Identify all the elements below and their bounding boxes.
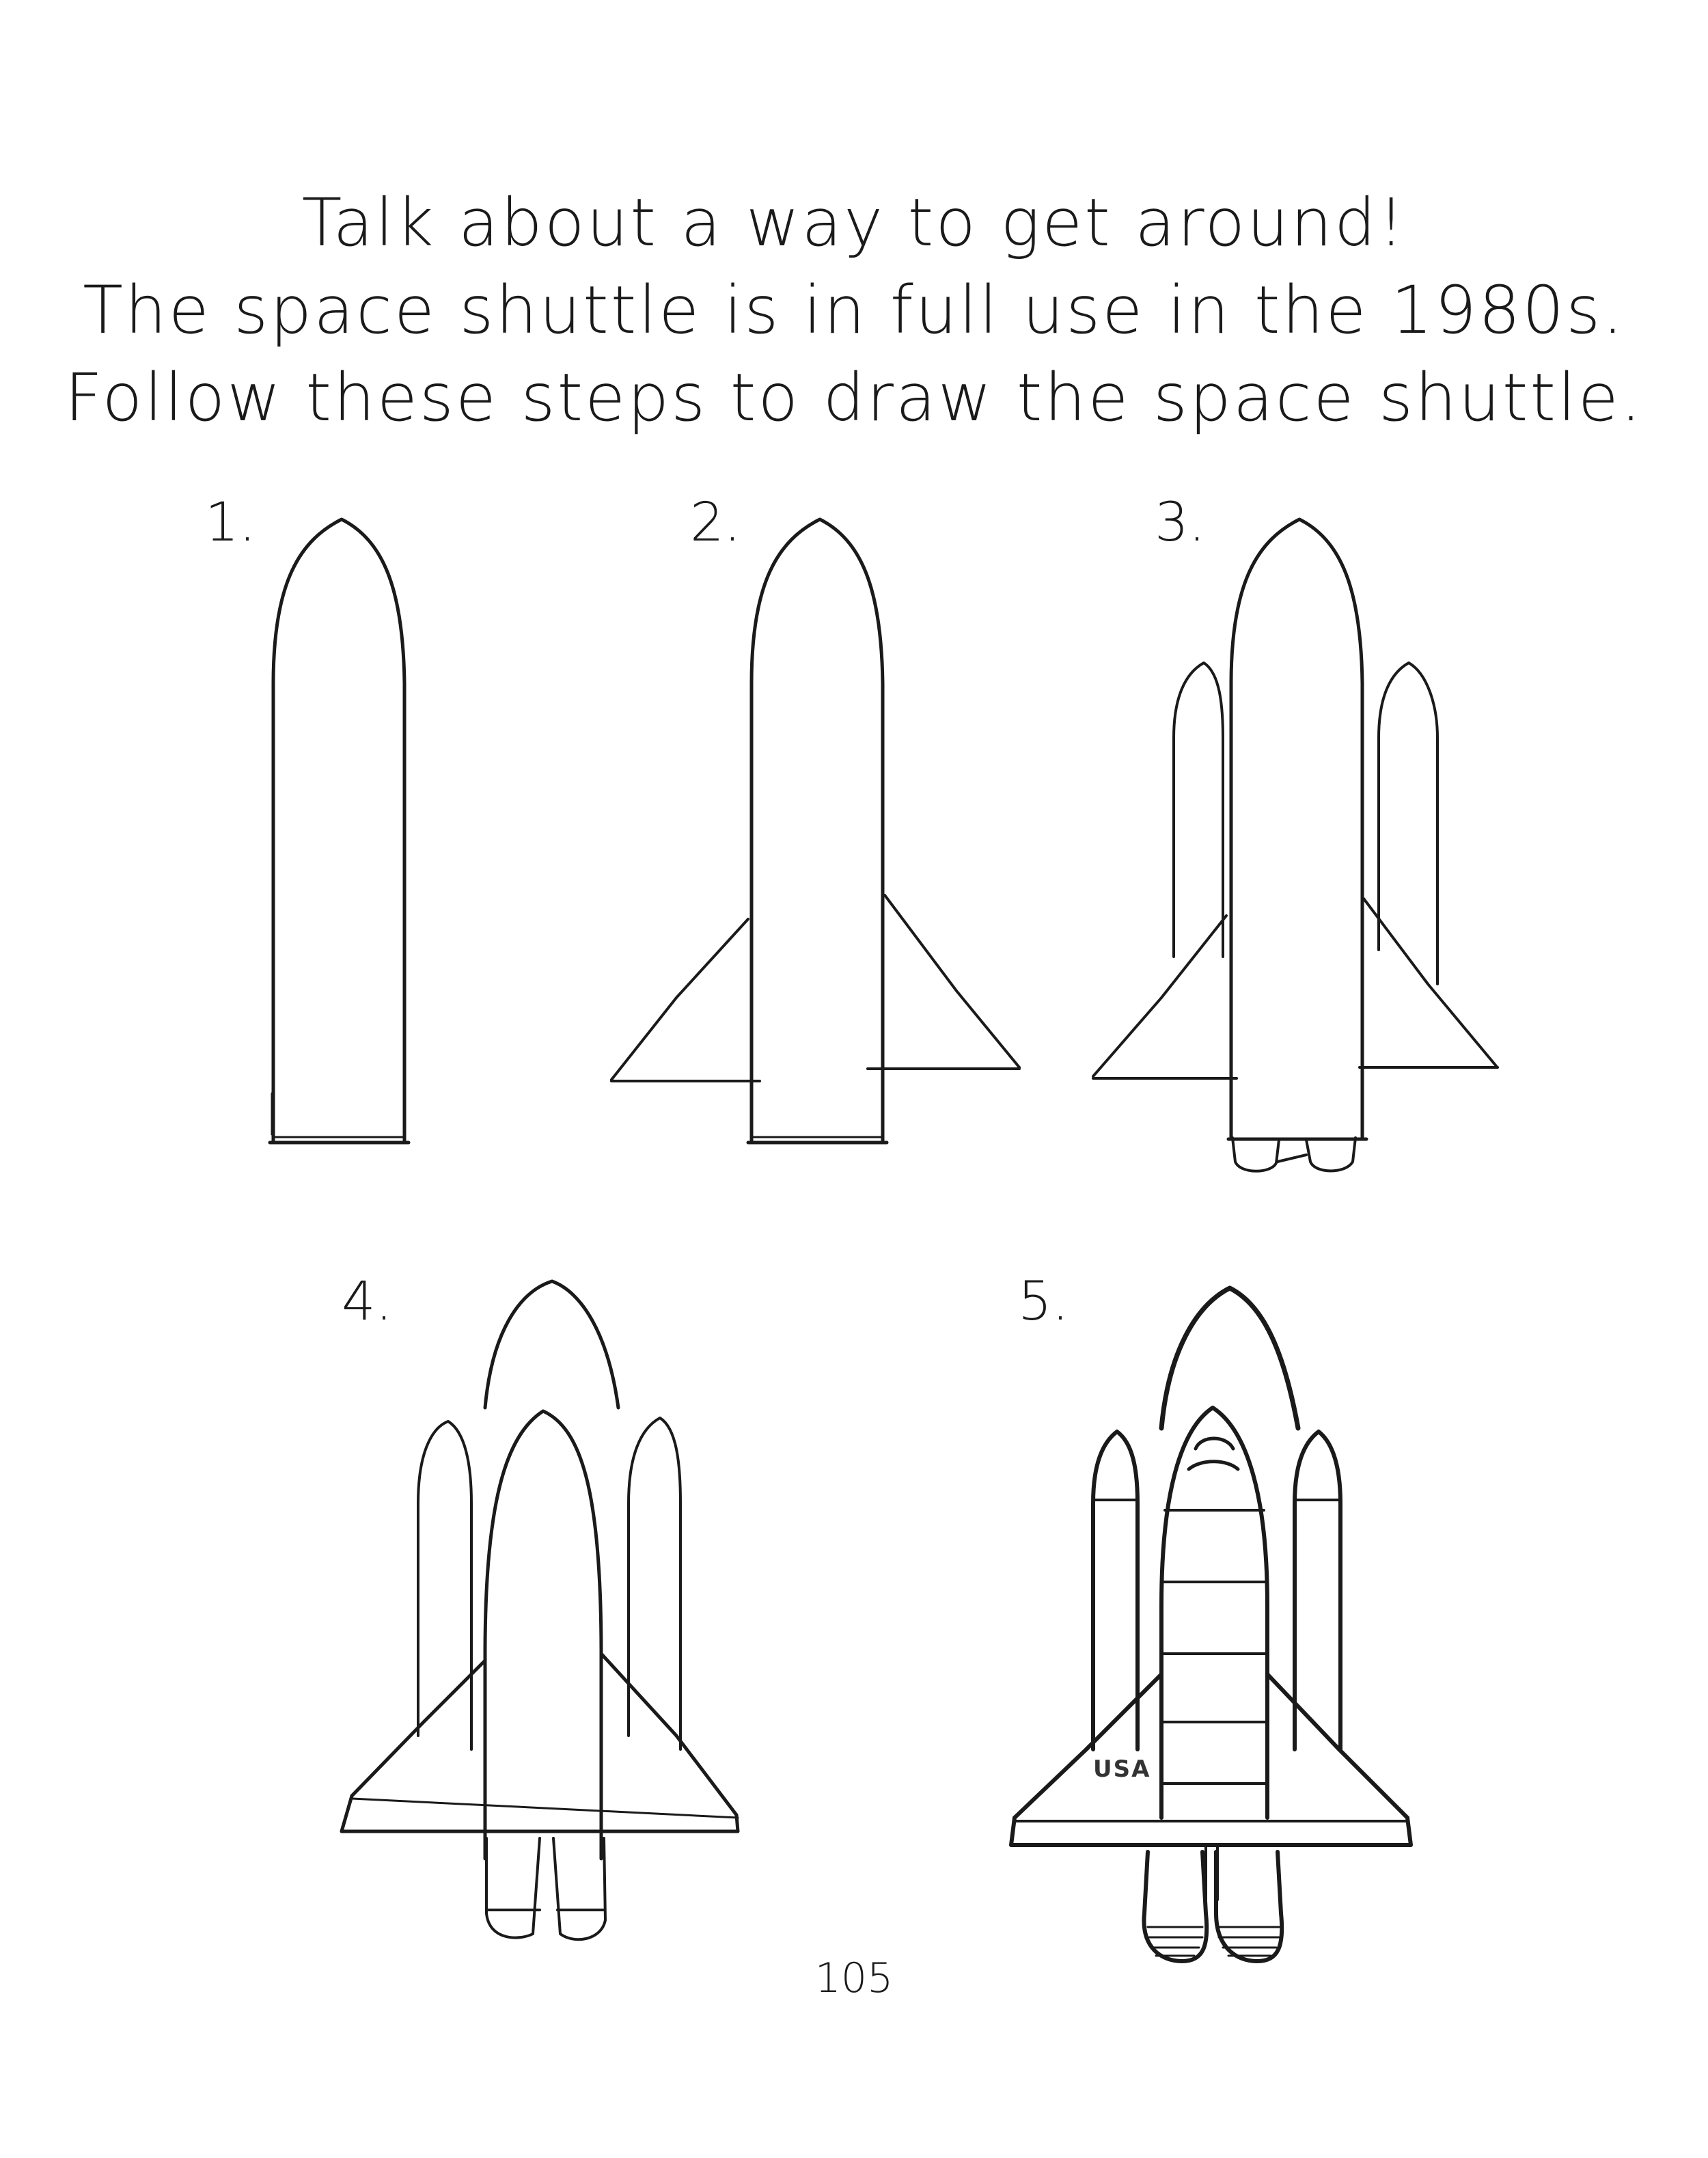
step-3-number: 3. — [1155, 492, 1206, 554]
step-3-right-booster — [1377, 661, 1439, 985]
heading-line-1: Talk about a way to get around! — [301, 185, 1407, 261]
step-5-engine-nozzle-shading — [1146, 1926, 1280, 1957]
page-number: 105 — [814, 1954, 894, 2002]
step-5-left-booster — [1091, 1430, 1140, 1751]
step-2-number: 2. — [690, 492, 741, 554]
page-heading: Talk about a way to get around! The spac… — [0, 179, 1708, 441]
step-5-engines — [1142, 1844, 1284, 1963]
step-4-engines — [485, 1837, 607, 1941]
step-3-wings — [1092, 897, 1499, 1080]
step-5-wings — [1009, 1672, 1413, 1847]
step-2-wings — [610, 894, 1021, 1082]
step-3-engines — [1231, 1136, 1357, 1173]
shuttle-usa-marking: USA — [1093, 1756, 1151, 1783]
step-4-number: 4. — [342, 1271, 393, 1333]
step-3-fuel-tank — [1226, 517, 1368, 1141]
step-4-right-booster — [627, 1417, 682, 1751]
step-5-number: 5. — [1018, 1271, 1069, 1333]
heading-line-3: Follow these steps to draw the space shu… — [64, 359, 1644, 436]
step-4-left-booster — [417, 1420, 473, 1751]
step-5-right-booster — [1293, 1430, 1342, 1751]
step-2-fuel-tank — [746, 517, 889, 1145]
step-4-orbiter — [483, 1409, 603, 1861]
step-3-left-booster — [1172, 661, 1224, 958]
heading-line-2: The space shuttle is in full use in the … — [83, 272, 1625, 349]
step-5-fuel-tank — [1159, 1285, 1301, 1431]
step-4-wings — [340, 1652, 740, 1833]
step-5-orbiter — [1159, 1406, 1269, 1820]
step-4-fuel-tank — [483, 1279, 620, 1410]
step-1-number: 1. — [205, 492, 256, 554]
step-1-fuel-tank — [268, 517, 411, 1145]
